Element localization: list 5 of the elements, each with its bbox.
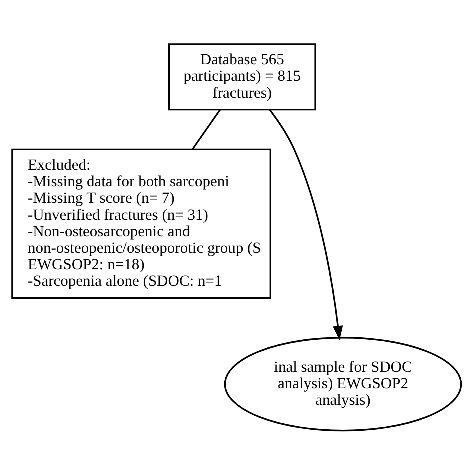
node-box: Excluded: -Missing data for both sarcopeni -Missing T score (n= 7) -Unverified fractures (n= 31) -Non-osteosarcopenic and non-osteopenic/osteoporotic group (S EWGSOP2: n=18) -Sarcopenia alone (SDOC: n=1 [12,148,272,299]
node-box: Database 565 participants) = 815 fractures) [168,43,316,110]
node-ellipse: inal sample for SDOC analysis) EWGSOP2 analysis) [224,336,462,432]
arrow [269,108,344,340]
connector [192,109,221,150]
